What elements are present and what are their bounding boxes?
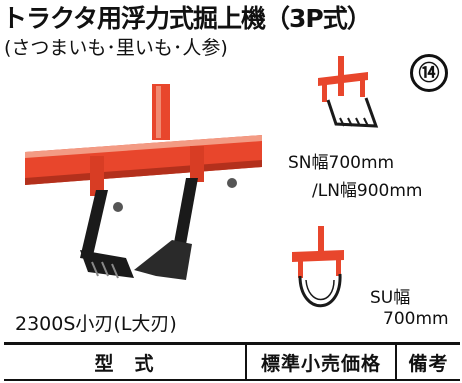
su-left-leg: [298, 256, 303, 278]
sn-frame: [326, 97, 379, 128]
main-bolt-left: [113, 202, 123, 212]
main-bolt-right: [227, 178, 237, 188]
sn-beam: [318, 72, 368, 86]
su-beam: [292, 250, 344, 262]
col-header-model: 型 式: [4, 342, 246, 381]
col-header-remarks: 備考: [395, 342, 460, 381]
item-number-badge: ⑭: [410, 54, 448, 92]
ln-width-label: /LN幅900mm: [312, 181, 423, 201]
su-label: SU幅: [370, 288, 411, 308]
sn-right-leg: [360, 75, 365, 97]
main-right-shank: [173, 178, 198, 250]
main-beam-highlight: [25, 135, 262, 158]
main-right-blade: [134, 240, 192, 280]
main-left-bracket: [90, 156, 104, 196]
page-subtitle: (さつまいも･里いも･人参): [4, 37, 228, 59]
su-inner-loop: [305, 279, 335, 301]
main-top-mast-highlight: [156, 86, 161, 138]
main-digger-image: [25, 84, 262, 280]
su-right-leg: [336, 254, 341, 276]
main-blade-tines: [91, 261, 119, 279]
sn-ln-digger-image: [318, 56, 379, 128]
main-right-bracket: [190, 146, 204, 182]
product-illustrations: [25, 56, 379, 308]
su-width-label: 700mm: [383, 309, 449, 329]
main-model-label: 2300S小刃(L大刃): [15, 313, 177, 335]
spec-table-header-row: 型 式 標準小売価格 備考: [4, 342, 460, 381]
sn-width-label: SN幅700mm: [288, 153, 395, 173]
page-title: トラクタ用浮力式掘上機（3P式）: [2, 4, 372, 33]
sn-left-leg: [322, 80, 327, 102]
sn-tines: [339, 117, 369, 127]
col-header-price: 標準小売価格: [245, 342, 396, 381]
su-mast: [318, 226, 324, 260]
su-loop: [298, 273, 342, 308]
main-left-shank: [80, 190, 108, 260]
spec-table: 型 式 標準小売価格 備考: [4, 342, 460, 381]
su-digger-image: [292, 226, 344, 308]
main-left-blade: [80, 250, 134, 278]
